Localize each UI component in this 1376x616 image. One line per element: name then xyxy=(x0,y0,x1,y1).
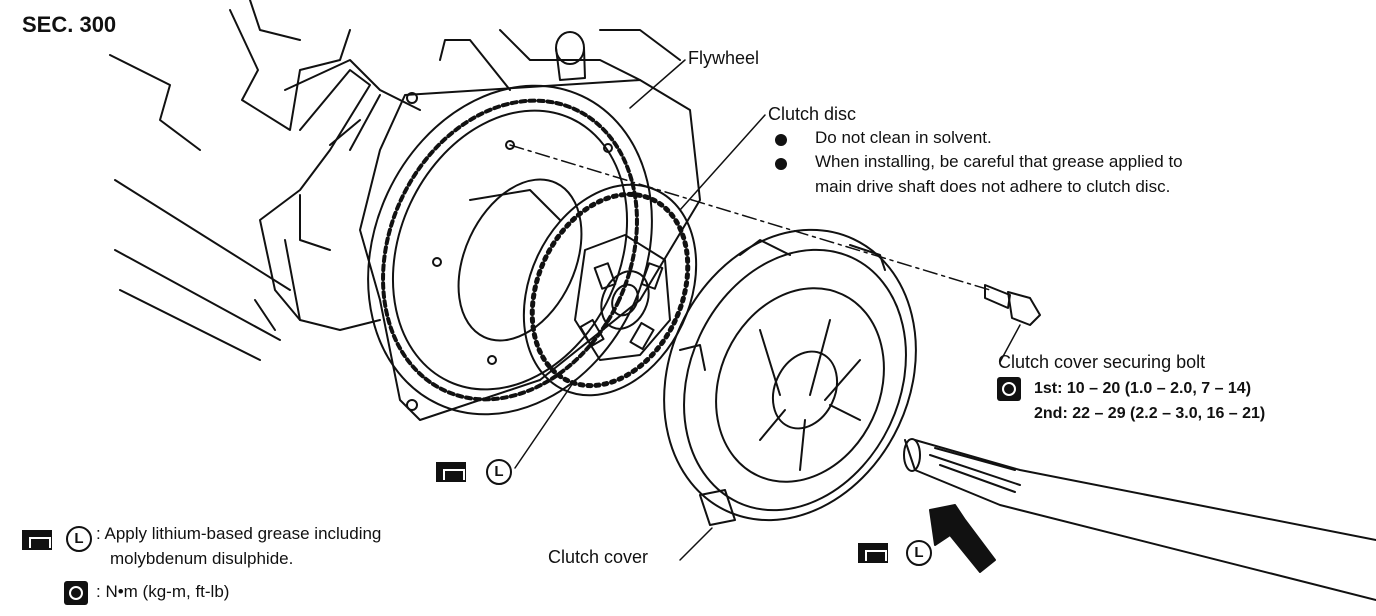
torque-wrench-icon xyxy=(64,581,88,605)
grease-type-l-icon: L xyxy=(66,526,92,552)
leader-clutch-cover xyxy=(679,527,713,561)
torque-spec-2nd: 2nd: 22 – 29 (2.2 – 3.0, 16 – 21) xyxy=(1034,405,1266,422)
grease-type-l-icon: L xyxy=(906,540,932,566)
label-clutch-disc: Clutch disc xyxy=(768,104,857,124)
clutch-disc-note-1: Do not clean in solvent. xyxy=(815,128,992,147)
bullet-icon xyxy=(775,134,787,146)
flywheel-part xyxy=(359,79,701,421)
torque-wrench-icon xyxy=(997,377,1021,401)
bullet-icon xyxy=(775,158,787,170)
install-direction-arrow-icon xyxy=(929,504,996,573)
label-flywheel: Flywheel xyxy=(688,48,760,68)
securing-bolt-part xyxy=(984,284,1041,326)
legend-grease-text-1: : Apply lithium-based grease including xyxy=(96,524,382,543)
alignment-line-upper xyxy=(509,144,991,291)
clutch-disc-note-3: main drive shaft does not adhere to clut… xyxy=(815,177,1171,196)
grease-apply-icon xyxy=(858,543,888,563)
grease-apply-icon xyxy=(22,530,52,550)
grease-type-l-icon: L xyxy=(486,459,512,485)
torque-spec-1st: 1st: 10 – 20 (1.0 – 2.0, 7 – 14) xyxy=(1034,380,1252,397)
leader-grease-disc xyxy=(514,379,576,469)
grease-apply-icon xyxy=(436,462,466,482)
clutch-disc-note-2: When installing, be careful that grease … xyxy=(815,152,1183,171)
label-clutch-cover-bolt: Clutch cover securing bolt xyxy=(998,352,1206,372)
clutch-disc-part xyxy=(522,183,698,397)
engine-block xyxy=(109,0,681,361)
legend-grease-text-2: molybdenum disulphide. xyxy=(110,549,294,568)
label-clutch-cover: Clutch cover xyxy=(548,547,649,567)
leader-bolt xyxy=(999,324,1021,363)
section-number: SEC. 300 xyxy=(22,12,117,37)
leader-clutch-disc xyxy=(679,114,766,211)
legend-torque-unit: : N•m (kg-m, ft-lb) xyxy=(96,582,230,601)
leader-flywheel xyxy=(629,59,686,109)
clutch-cover-part xyxy=(663,228,917,526)
main-drive-shaft-part xyxy=(903,438,1376,601)
